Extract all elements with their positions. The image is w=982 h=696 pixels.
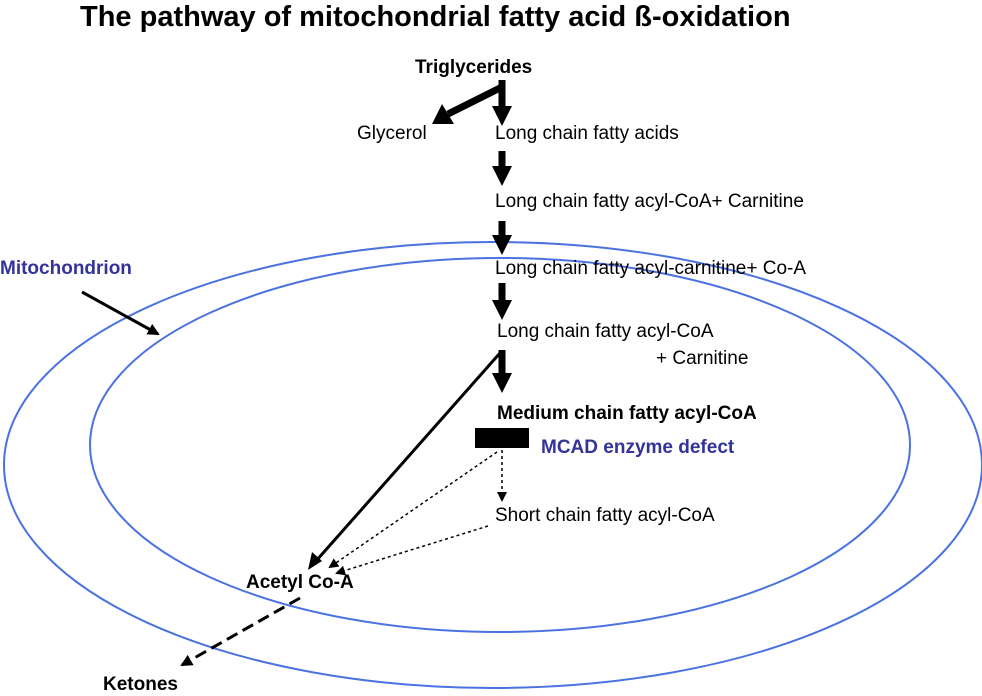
dashed-arrow-acetyl-to-ketones: [180, 596, 301, 667]
node-long-chain-fatty-acids: Long chain fatty acids: [495, 123, 679, 144]
arrow-triglycerides-to-fatty-acids: [492, 80, 512, 126]
arrow-acyl-coa-to-acetyl-coa: [308, 352, 502, 570]
node-ketones: Ketones: [103, 674, 178, 695]
label-mitochondrion: Mitochondrion: [0, 258, 132, 279]
node-short-chain-acyl-coa: Short chain fatty acyl-CoA: [495, 505, 715, 526]
arrow-fatty-acids-to-acyl-coa: [492, 151, 512, 186]
node-plus-carnitine: + Carnitine: [656, 348, 749, 369]
node-medium-chain-acyl-coa: Medium chain fatty acyl-CoA: [497, 403, 757, 424]
node-acyl-coa-carnitine: Long chain fatty acyl-CoA+ Carnitine: [495, 191, 804, 212]
node-glycerol: Glycerol: [357, 123, 427, 144]
arrow-acyl-coa-to-acyl-carnitine: [492, 221, 512, 255]
label-mcad-defect: MCAD enzyme defect: [541, 437, 735, 458]
node-acyl-carnitine-coa: Long chain fatty acyl-carnitine+ Co-A: [495, 258, 807, 279]
arrow-acyl-carnitine-to-acyl-coa: [492, 283, 512, 320]
outer-membrane: [3, 241, 982, 689]
inner-membrane: [89, 257, 911, 633]
arrow-acyl-coa-to-medium-chain: [492, 350, 512, 393]
arrow-triglycerides-to-glycerol: [432, 84, 502, 124]
page-title: The pathway of mitochondrial fatty acid …: [80, 1, 791, 33]
mitochondrion-pointer-arrow: [81, 290, 160, 336]
node-acetyl-coa: Acetyl Co-A: [246, 572, 354, 593]
dotted-arrow-short-to-acetyl: [335, 525, 489, 576]
mcad-block-bar: [475, 428, 529, 448]
dotted-arrow-medium-to-acetyl: [328, 451, 498, 569]
node-triglycerides: Triglycerides: [415, 57, 533, 78]
node-long-chain-acyl-coa: Long chain fatty acyl-CoA: [497, 321, 714, 342]
